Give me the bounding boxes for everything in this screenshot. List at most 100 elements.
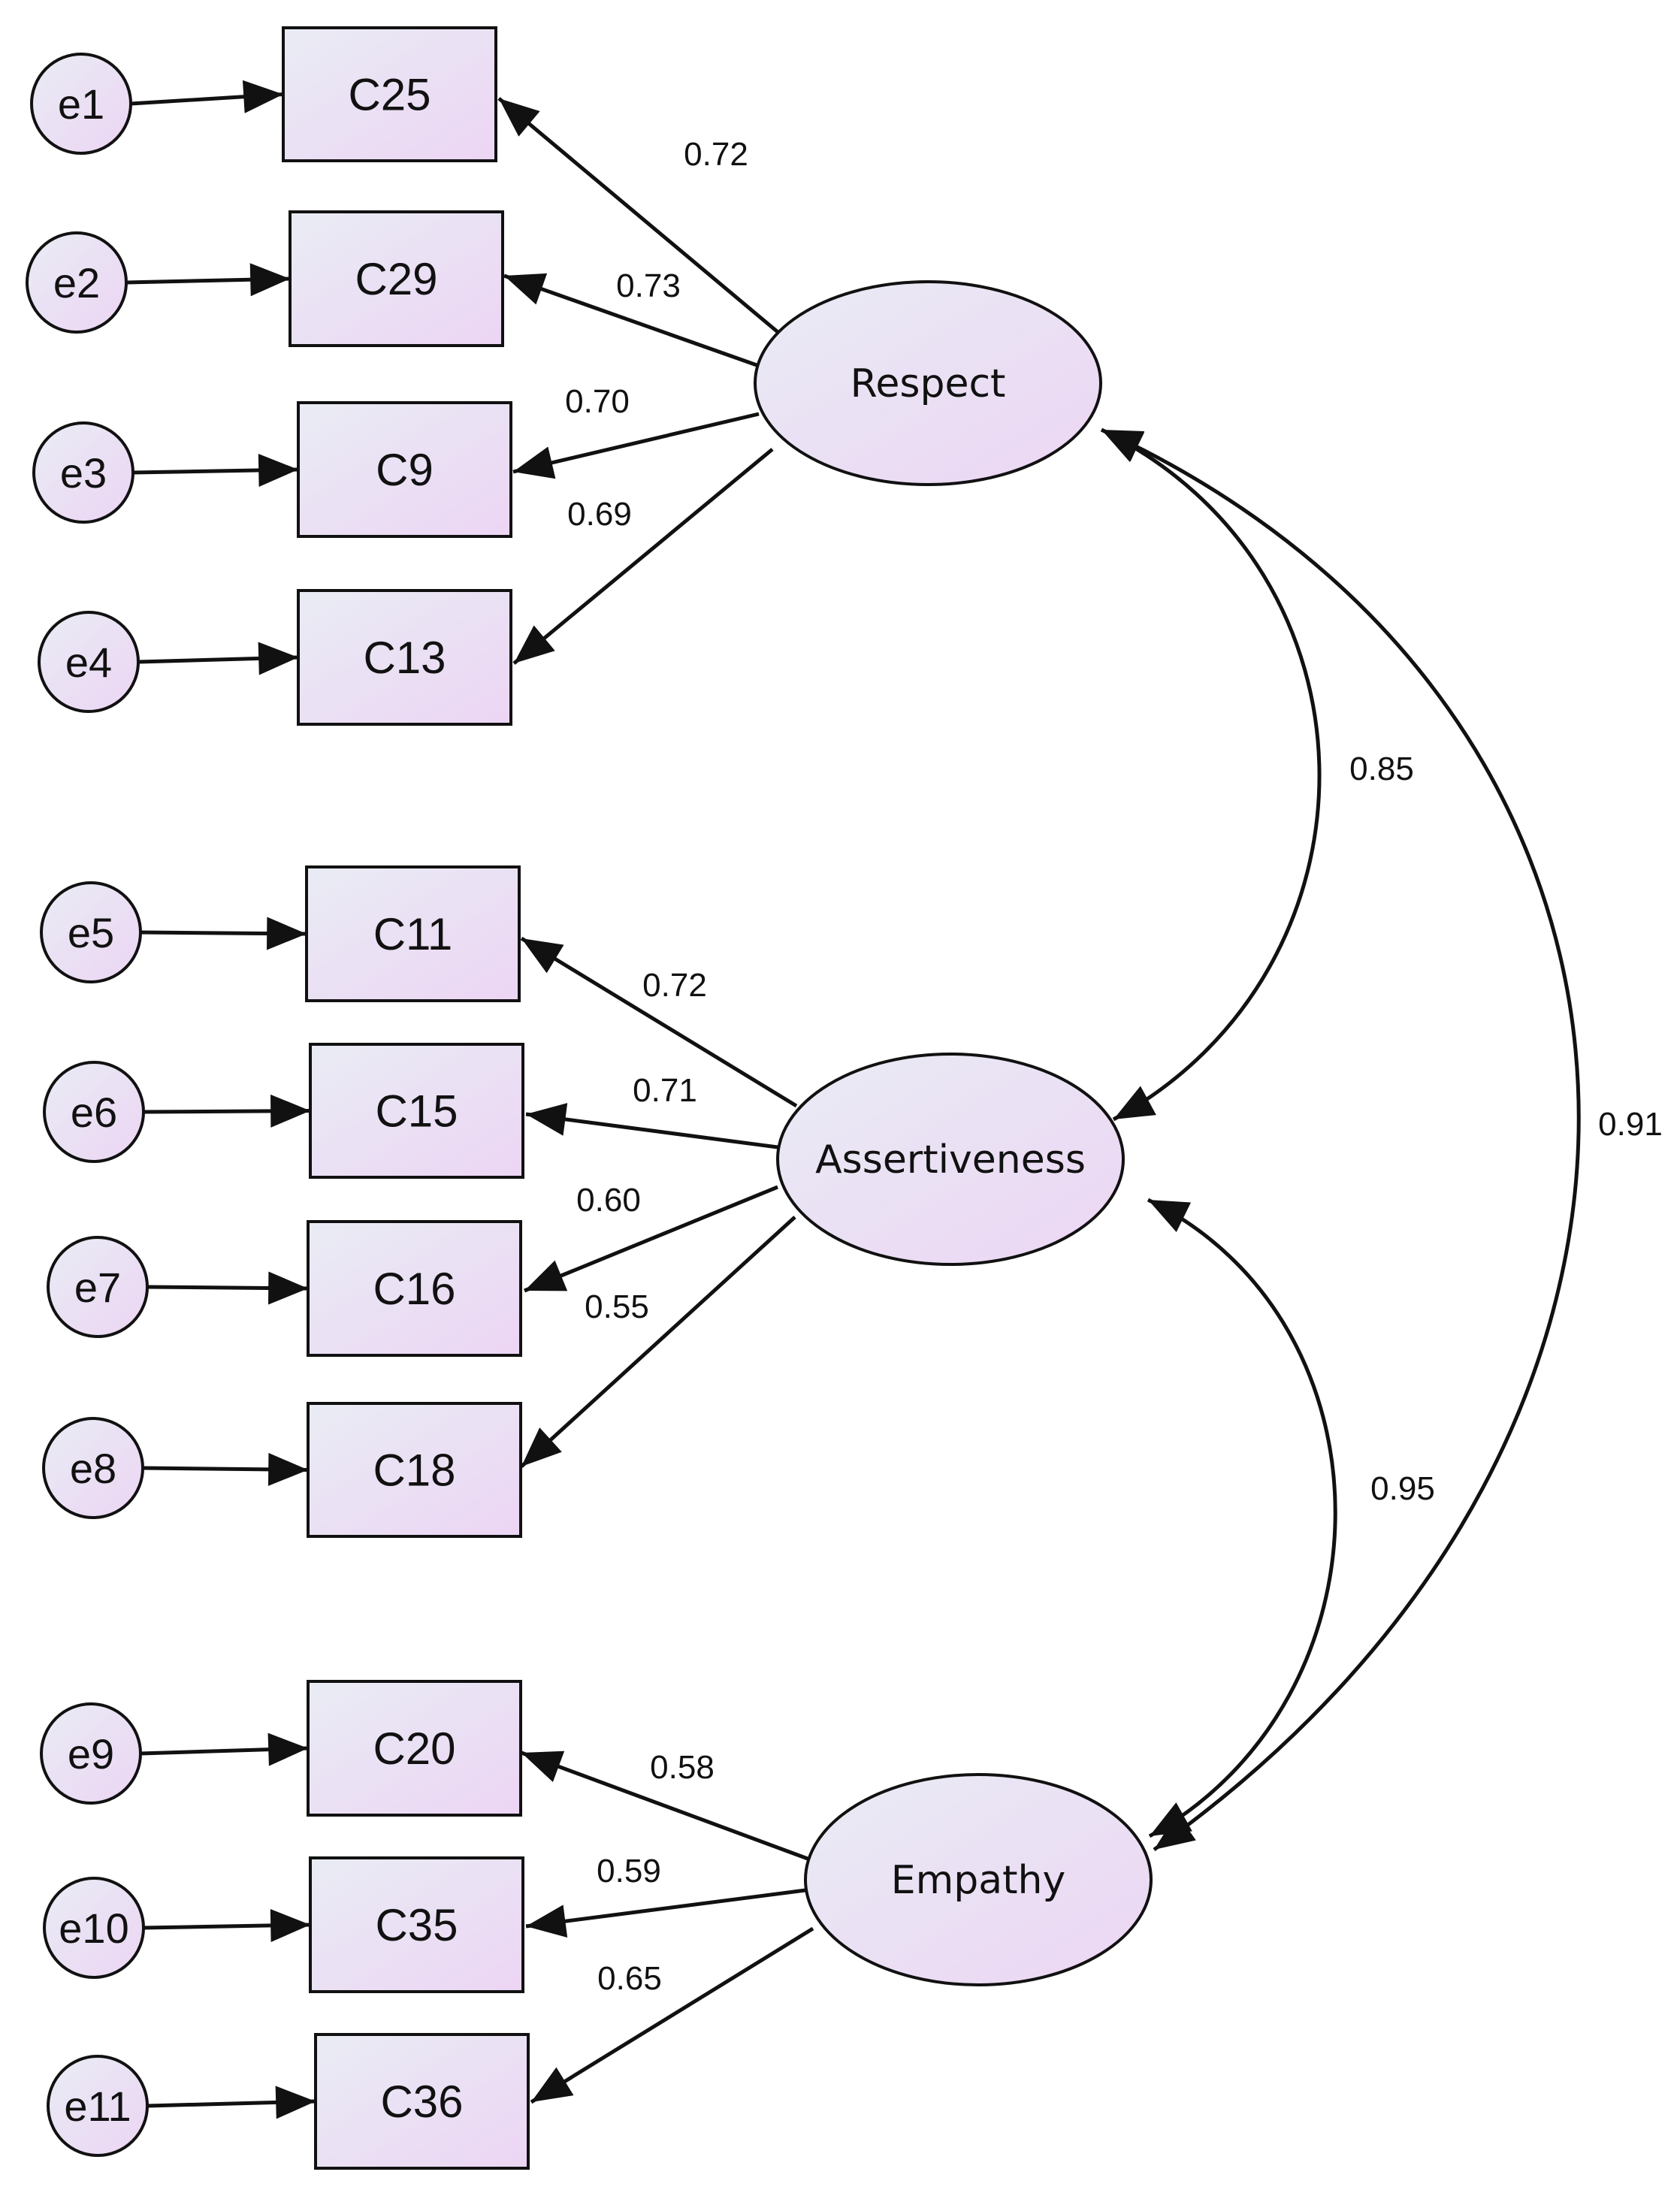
- loading-value-c16: 0.60: [576, 1182, 641, 1219]
- indicator-box-c35: [309, 1856, 524, 1993]
- latent-respect: Respect: [754, 280, 1102, 486]
- error-label-e5: e5: [68, 909, 114, 956]
- loading-path-c25: [497, 97, 783, 337]
- error-circle-e2: [26, 231, 128, 334]
- error-label-e11: e11: [64, 2083, 131, 2130]
- indicator-c11: C11: [305, 865, 521, 1002]
- error-term-e10: e10: [43, 1877, 145, 1979]
- correlation-value-assertiveness-empathy: 0.95: [1370, 1470, 1435, 1507]
- loading-value-c36: 0.65: [597, 1960, 662, 1997]
- loading-path-c35: [525, 1888, 806, 1938]
- indicator-box-c36: [314, 2033, 530, 2170]
- indicator-c25: C25: [282, 26, 497, 162]
- loading-path-c13: [512, 448, 774, 665]
- error-path-e1: [130, 80, 284, 113]
- latent-ellipse-assertiveness: [776, 1053, 1125, 1266]
- indicator-label-c36: C36: [380, 2077, 463, 2127]
- indicator-box-c13: [297, 589, 512, 726]
- error-circle-e1: [30, 53, 132, 155]
- error-term-e3: e3: [32, 421, 134, 524]
- error-path-e4: [137, 642, 299, 675]
- indicator-box-c29: [289, 210, 504, 347]
- indicator-box-c15: [309, 1043, 524, 1179]
- indicator-c13: C13: [297, 589, 512, 726]
- loading-value-c13: 0.69: [567, 496, 632, 533]
- error-term-e1: e1: [30, 53, 132, 155]
- latent-assertiveness: Assertiveness: [776, 1053, 1125, 1266]
- error-label-e3: e3: [60, 449, 107, 497]
- error-circle-e10: [43, 1877, 145, 1979]
- error-path-e3: [132, 453, 299, 487]
- correlation-value-respect-assertiveness: 0.85: [1349, 751, 1414, 787]
- loading-path-c36: [530, 1926, 814, 2104]
- correlation-value-respect-empathy: 0.91: [1598, 1106, 1663, 1143]
- error-term-e11: e11: [47, 2055, 149, 2157]
- error-label-e2: e2: [53, 259, 100, 307]
- correlation-arc-assertiveness-empathy: [1147, 1198, 1337, 1838]
- indicator-c35: C35: [309, 1856, 524, 1993]
- loading-value-c29: 0.73: [616, 267, 681, 304]
- latent-label-assertiveness: Assertiveness: [815, 1137, 1086, 1183]
- indicator-box-c16: [307, 1220, 522, 1357]
- error-path-e9: [140, 1732, 309, 1766]
- error-term-e5: e5: [40, 881, 142, 983]
- error-terms: e1 e2 e3 e4 e5 e6 e7 e8 e9 e10 e11: [26, 53, 316, 2157]
- indicator-box-c18: [307, 1402, 522, 1538]
- error-path-e8: [142, 1452, 309, 1486]
- indicator-c9: C9: [297, 401, 512, 538]
- error-term-e4: e4: [38, 611, 140, 713]
- indicator-label-c9: C9: [376, 445, 434, 495]
- indicator-label-c25: C25: [348, 70, 431, 120]
- indicator-label-c29: C29: [355, 254, 437, 304]
- latent-ellipse-respect: [754, 280, 1102, 486]
- correlation-arcs: 0.85 0.95 0.91: [1100, 427, 1663, 1852]
- indicator-label-c16: C16: [373, 1264, 455, 1314]
- loading-value-c20: 0.58: [650, 1749, 715, 1786]
- indicator-box-c9: [297, 401, 512, 538]
- indicator-box-c20: [307, 1680, 522, 1817]
- error-path-e11: [147, 2086, 316, 2119]
- error-path-e5: [140, 917, 307, 950]
- indicator-c15: C15: [309, 1043, 524, 1179]
- error-circle-e3: [32, 421, 134, 524]
- latent-ellipse-empathy: [804, 1773, 1153, 1986]
- error-path-e7: [147, 1271, 309, 1305]
- correlation-arc-respect-assertiveness: [1100, 427, 1322, 1122]
- loading-path-c9: [512, 412, 760, 479]
- error-path-e6: [143, 1094, 311, 1128]
- loading-paths: 0.720.730.700.690.720.710.600.550.580.59…: [497, 97, 814, 2104]
- indicator-c18: C18: [307, 1402, 522, 1538]
- error-term-e2: e2: [26, 231, 128, 334]
- correlation-arc-respect-empathy: [1100, 427, 1581, 1852]
- error-circle-e6: [43, 1061, 145, 1163]
- error-label-e6: e6: [71, 1089, 117, 1136]
- error-term-e6: e6: [43, 1061, 145, 1163]
- error-label-e9: e9: [68, 1730, 114, 1778]
- indicator-label-c35: C35: [375, 1900, 458, 1950]
- loading-path-c15: [525, 1103, 778, 1149]
- loading-path-c18: [520, 1216, 796, 1468]
- indicator-label-c11: C11: [373, 909, 453, 959]
- error-term-e7: e7: [47, 1236, 149, 1338]
- indicator-c29: C29: [289, 210, 504, 347]
- error-circle-e4: [38, 611, 140, 713]
- indicator-label-c20: C20: [373, 1723, 455, 1774]
- error-term-e9: e9: [40, 1702, 142, 1805]
- error-circle-e7: [47, 1236, 149, 1338]
- error-circle-e5: [40, 881, 142, 983]
- latent-empathy: Empathy: [804, 1773, 1153, 1986]
- error-label-e7: e7: [74, 1264, 121, 1311]
- error-label-e4: e4: [65, 639, 112, 686]
- loading-value-c9: 0.70: [565, 383, 630, 420]
- error-label-e1: e1: [58, 80, 104, 128]
- indicator-label-c15: C15: [375, 1086, 458, 1137]
- loading-path-c16: [524, 1185, 778, 1293]
- indicator-c36: C36: [314, 2033, 530, 2170]
- loading-path-c20: [521, 1750, 808, 1861]
- error-label-e8: e8: [70, 1445, 116, 1492]
- error-circle-e9: [40, 1702, 142, 1805]
- latent-label-empathy: Empathy: [891, 1858, 1066, 1903]
